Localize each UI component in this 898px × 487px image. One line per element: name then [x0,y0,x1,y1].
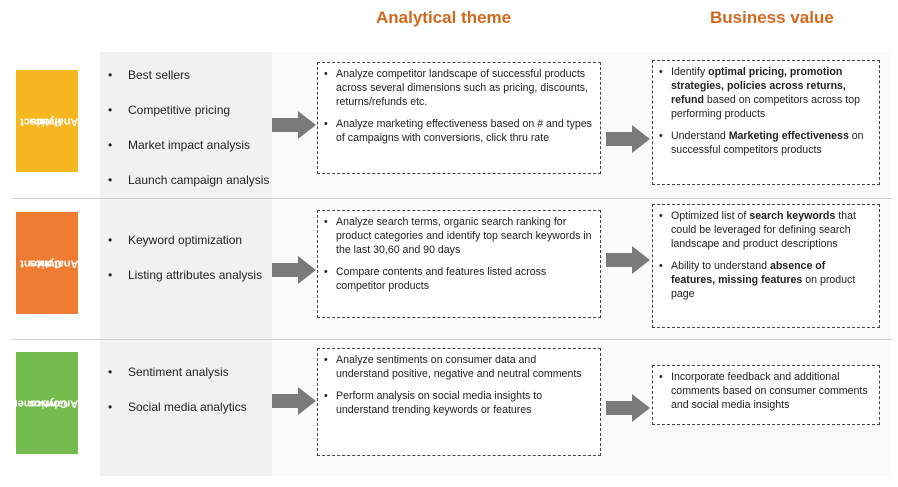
list-item: Social media analytics [108,400,247,414]
value-text: Optimized list of [671,210,750,222]
arrow-right-icon [606,394,650,422]
value-text: Ability to understand [671,260,770,272]
content-analytical-theme-box: Analyze search terms, organic search ran… [317,210,601,318]
theme-point: Compare contents and features listed acr… [324,265,592,293]
list-item: Best sellers [108,68,269,82]
label-line: Analytics [29,257,78,270]
list-item: Sentiment analysis [108,365,247,379]
value-highlight: search keywords [749,210,836,222]
row-divider [12,198,892,199]
consumer-analytics-items: Sentiment analysis Social media analytic… [108,365,247,414]
business-value-header: Business value [710,8,834,27]
arrow-right-icon [606,125,650,153]
value-point: Identify optimal pricing, promotion stra… [659,65,871,121]
content-business-value-box: Optimized list of search keywords that c… [652,204,880,328]
consumer-analytical-theme-box: Analyze sentiments on consumer data and … [317,348,601,456]
value-highlight: absence of features, missing features [671,260,826,286]
theme-point: Perform analysis on social media insight… [324,389,592,417]
list-item: Market impact analysis [108,138,269,152]
list-item: Listing attributes analysis [108,268,262,282]
content-analytics-items: Keyword optimization Listing attributes … [108,233,262,282]
analytical-theme-header: Analytical theme [376,8,512,27]
list-item: Keyword optimization [108,233,262,247]
label-line: Analytics [29,115,78,128]
theme-point: Analyze competitor landscape of successf… [324,67,592,109]
value-text: based on competitors across top performi… [671,94,861,120]
list-item: Competitive pricing [108,103,269,117]
value-text: Incorporate feedback and additional comm… [671,371,868,411]
product-business-value-box: Identify optimal pricing, promotion stra… [652,60,880,185]
arrow-right-icon [272,256,316,284]
value-text: that could be leveraged for defining sea… [671,210,856,250]
value-point: Understand Marketing effectiveness on su… [659,129,871,157]
theme-point: Analyze sentiments on consumer data and … [324,353,592,381]
value-text: on product page [671,274,856,300]
label-line: Analytics [29,397,78,410]
value-text: Understand [671,130,729,142]
product-analytics-items: Best sellers Competitive pricing Market … [108,68,269,187]
theme-point: Analyze search terms, organic search ran… [324,215,592,257]
value-point: Ability to understand absence of feature… [659,259,871,301]
arrow-right-icon [272,387,316,415]
product-analytical-theme-box: Analyze competitor landscape of successf… [317,62,601,174]
row-divider [12,339,892,340]
consumer-business-value-box: Incorporate feedback and additional comm… [652,365,880,425]
value-text: on successful competitors products [671,130,864,156]
arrow-right-icon [272,111,316,139]
value-highlight: Marketing effectiveness [728,130,849,142]
arrow-right-icon [606,246,650,274]
value-text: Identify [671,66,709,78]
theme-point: Analyze marketing effectiveness based on… [324,117,592,145]
list-item: Launch campaign analysis [108,173,269,187]
value-point: Incorporate feedback and additional comm… [659,370,871,412]
value-highlight: optimal pricing, promotion strategies, p… [671,66,846,106]
value-point: Optimized list of search keywords that c… [659,209,871,251]
